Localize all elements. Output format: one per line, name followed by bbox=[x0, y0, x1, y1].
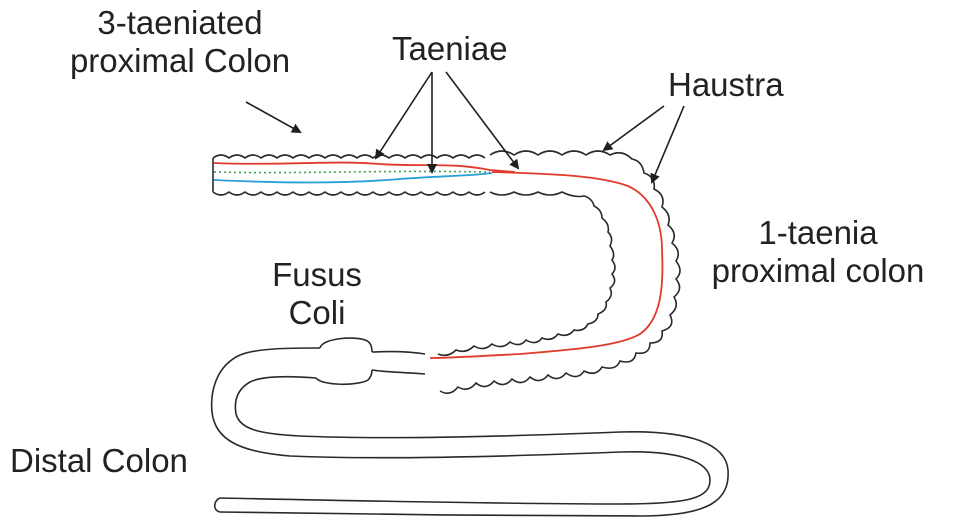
pointer-arrows bbox=[246, 72, 684, 182]
haustra-label-text: Haustra bbox=[668, 66, 784, 103]
one-taenia-label: 1-taenia proximal colon bbox=[692, 214, 944, 290]
distal-colon-segment bbox=[212, 338, 728, 516]
three-taeniated-label-line1: 3-taeniated bbox=[56, 4, 304, 42]
arrow-taeniae-3 bbox=[446, 72, 518, 168]
fusus-coli-bulge bbox=[316, 338, 372, 384]
one-taenia-colon-segment bbox=[430, 151, 680, 393]
three-taeniated-label: 3-taeniated proximal Colon bbox=[56, 4, 304, 80]
taenia-blue-line bbox=[214, 173, 492, 183]
distal-colon-label: Distal Colon bbox=[10, 442, 188, 480]
taeniae-label-text: Taeniae bbox=[392, 30, 508, 67]
arrow-taeniae-1 bbox=[376, 72, 432, 158]
haustra-inner-outline bbox=[438, 192, 615, 355]
one-taenia-label-line1: 1-taenia bbox=[692, 214, 944, 252]
distal-colon-label-text: Distal Colon bbox=[10, 442, 188, 479]
distal-colon-outer-tube bbox=[212, 348, 710, 504]
distal-colon-end-cap bbox=[215, 498, 220, 512]
distal-colon-inner-tube bbox=[220, 370, 728, 516]
taeniae-label: Taeniae bbox=[392, 30, 508, 68]
fusus-coli-label-line1: Fusus bbox=[252, 256, 382, 294]
three-taeniated-colon-segment bbox=[213, 155, 515, 195]
taenia-red-line-proximal bbox=[214, 163, 515, 172]
arrow-haustra-2 bbox=[652, 106, 684, 182]
arrow-haustra-1 bbox=[604, 106, 664, 150]
three-taeniated-bottom-outline bbox=[213, 192, 485, 195]
haustra-label: Haustra bbox=[668, 66, 784, 104]
fusus-coli-label-line2: Coli bbox=[252, 294, 382, 332]
taenia-green-line bbox=[214, 171, 490, 172]
fusus-coli-label: Fusus Coli bbox=[252, 256, 382, 332]
three-taeniated-label-line2: proximal Colon bbox=[56, 42, 304, 80]
one-taenia-label-line2: proximal colon bbox=[692, 252, 944, 290]
taenia-red-line-single bbox=[430, 172, 662, 358]
arrow-three-taeniated bbox=[246, 102, 300, 132]
three-taeniated-top-outline bbox=[213, 155, 485, 158]
